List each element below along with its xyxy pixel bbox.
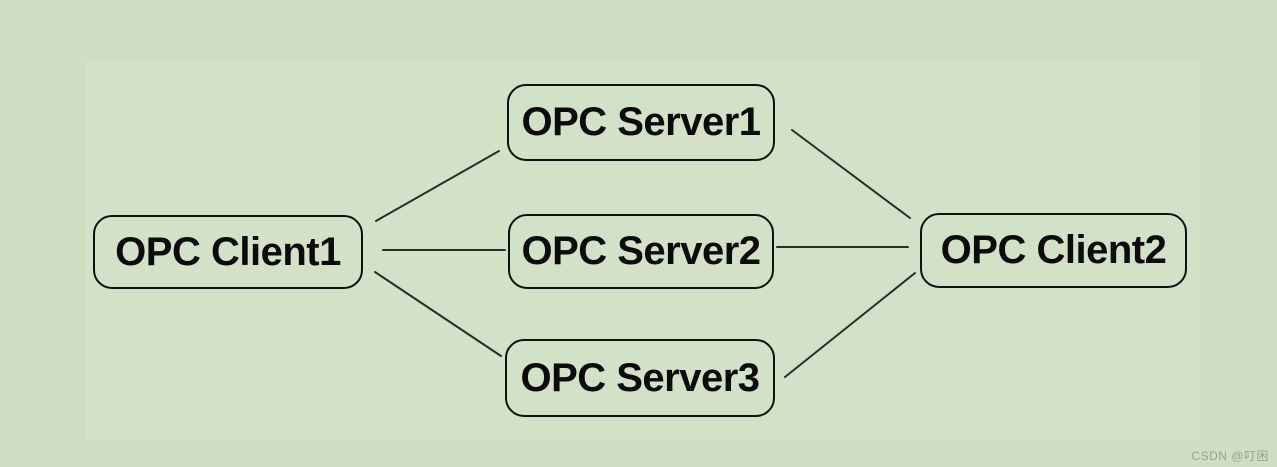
node-label: OPC Client2 <box>940 228 1167 272</box>
node-opc-server1: OPC Server1 <box>507 84 775 161</box>
node-opc-client2: OPC Client2 <box>920 213 1187 288</box>
diagram-panel <box>86 59 1201 441</box>
node-opc-client1: OPC Client1 <box>93 215 363 289</box>
edge-server3-client2 <box>784 272 916 378</box>
edge-client1-server3 <box>374 271 502 357</box>
node-opc-server2: OPC Server2 <box>508 214 774 289</box>
node-opc-server3: OPC Server3 <box>505 339 775 417</box>
csdn-watermark: CSDN @叮困 <box>1191 449 1269 463</box>
edge-server1-client2 <box>791 129 911 219</box>
edge-client1-server1 <box>375 150 500 222</box>
node-label: OPC Client1 <box>115 229 341 274</box>
node-label: OPC Server3 <box>520 355 760 400</box>
node-label: OPC Server1 <box>521 100 761 144</box>
node-label: OPC Server2 <box>521 229 761 273</box>
